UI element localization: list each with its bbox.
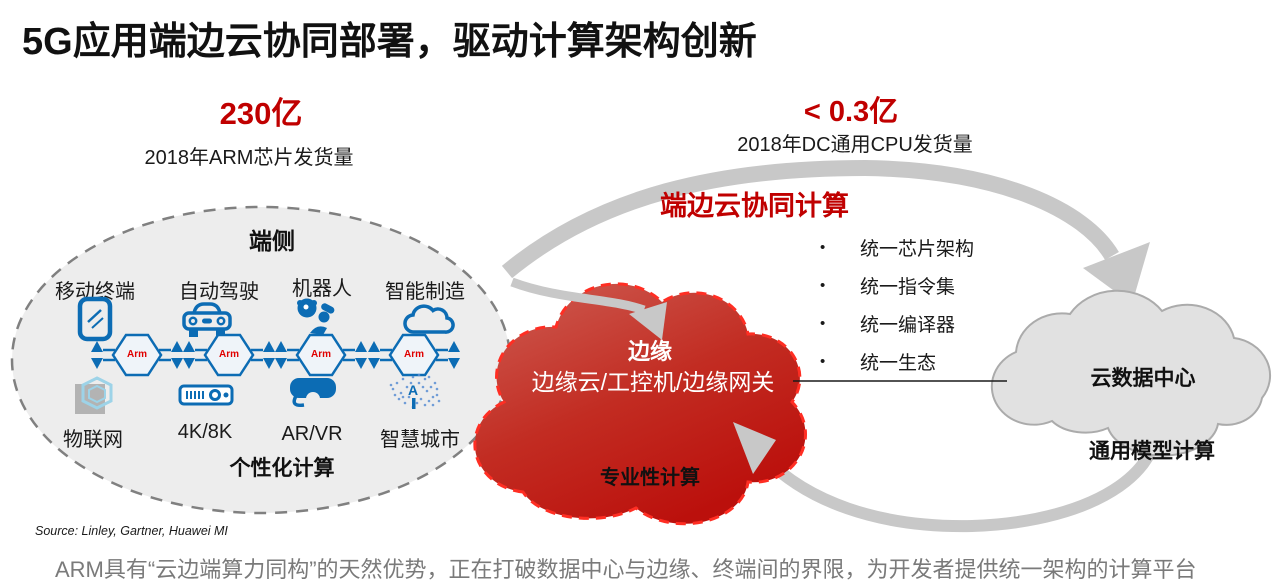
cloud-icon	[403, 304, 455, 334]
edge-caption: 专业性计算	[600, 467, 700, 489]
mobile-terminal-icon	[77, 296, 113, 342]
collaboration-bullet-list: • 统一芯片架构 • 统一指令集 • 统一编译器 • 统一生态	[820, 228, 974, 380]
bullet-dot: •	[820, 238, 826, 256]
edge-cloud-shape	[473, 282, 807, 526]
ai-brain-icon: A	[389, 373, 441, 409]
arm-shipment-value: 230亿	[219, 96, 303, 131]
arm-chip-label: Arm	[310, 349, 331, 360]
flow-arrow-to-edge-head	[629, 302, 667, 340]
footer-statement: ARM具有“云边端算力同构”的天然优势，正在打破数据中心与边缘、终端间的界限，为…	[55, 557, 1197, 582]
device-item-label: AR/VR	[281, 423, 343, 445]
bullet-label: 统一生态	[860, 352, 937, 374]
datacenter-cloud-shape	[990, 289, 1272, 457]
device-item-label: 物联网	[63, 429, 123, 451]
bullet-item: • 统一芯片架构	[820, 228, 974, 266]
arm-chip-node: Arm	[183, 328, 275, 382]
arm-chip-label: Arm	[126, 349, 147, 360]
page-title: 5G应用端边云协同部署，驱动计算架构创新	[22, 21, 757, 63]
vr-headset-icon	[290, 378, 336, 408]
cpu-shipment-label: 2018年DC通用CPU发货量	[737, 134, 973, 156]
device-item-label: 移动终端	[55, 281, 135, 303]
cpu-shipment-value: < 0.3亿	[803, 96, 899, 128]
flow-arrow-to-edge	[510, 277, 646, 315]
edge-subtitle: 边缘云/工控机/边缘网关	[531, 369, 775, 395]
datacenter-caption: 通用模型计算	[1089, 440, 1215, 463]
bullet-dot: •	[820, 352, 826, 370]
edge-title: 边缘	[627, 339, 673, 364]
arm-chip-node: Arm	[275, 328, 367, 382]
device-side-title: 端侧	[249, 228, 295, 254]
device-item-label: 4K/8K	[177, 421, 233, 443]
bullet-dot: •	[820, 276, 826, 294]
arm-shipment-label: 2018年ARM芯片发货量	[144, 147, 354, 169]
arm-chip-label: Arm	[403, 349, 424, 360]
bullet-item: • 统一编译器	[820, 304, 974, 342]
source-note: Source: Linley, Gartner, Huawei MI	[35, 524, 228, 538]
bullet-label: 统一芯片架构	[860, 238, 975, 260]
arm-chip-node: Arm	[91, 328, 183, 382]
collaboration-heading: 端边云协同计算	[660, 191, 849, 221]
device-item-label: 自动驾驶	[179, 281, 259, 303]
iot-icon	[75, 376, 113, 414]
bullet-label: 统一编译器	[860, 314, 956, 336]
device-item-label: 智慧城市	[380, 429, 460, 451]
bullet-item: • 统一生态	[820, 342, 974, 380]
device-side-caption: 个性化计算	[229, 457, 335, 480]
arm-chip-node: Arm	[368, 328, 460, 382]
car-icon	[182, 302, 232, 337]
arm-chip-label: Arm	[218, 349, 239, 360]
datacenter-title: 云数据中心	[1090, 367, 1196, 390]
bullet-item: • 统一指令集	[820, 266, 974, 304]
flow-arrow-top	[501, 159, 1119, 279]
set-top-box-icon	[178, 384, 234, 406]
flow-arrow-return-head	[733, 422, 776, 474]
device-item-label: 机器人	[292, 278, 352, 300]
flow-arrow-top-head	[1083, 242, 1150, 304]
bullet-dot: •	[820, 314, 826, 332]
robot-icon	[297, 298, 335, 335]
svg-text:A: A	[408, 382, 418, 398]
device-item-label: 智能制造	[385, 281, 465, 303]
bullet-label: 统一指令集	[860, 276, 956, 298]
